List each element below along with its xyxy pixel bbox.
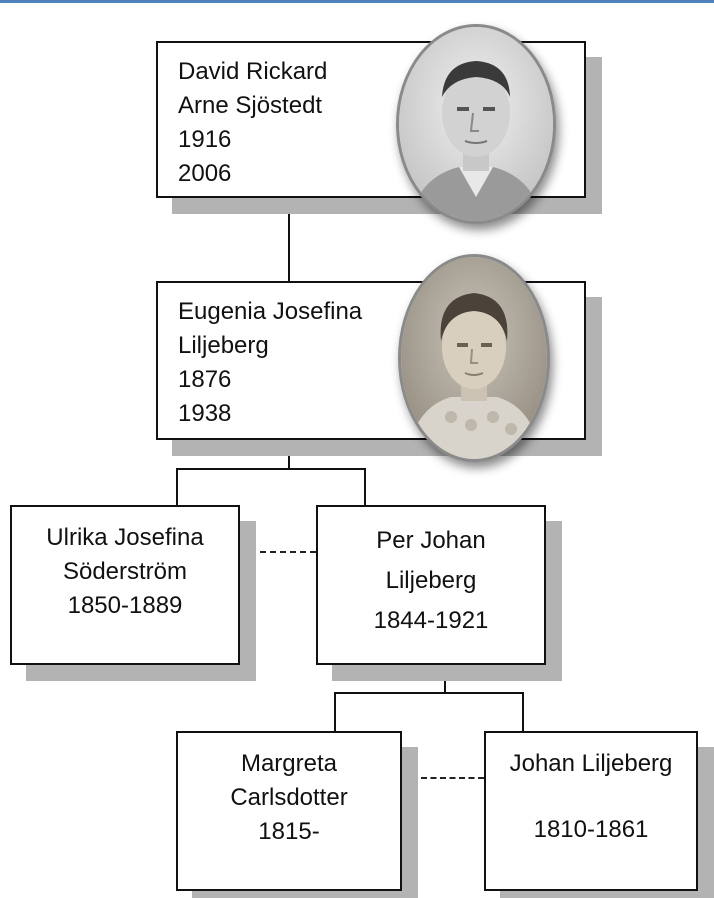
person-box-margreta: Margreta Carlsdotter 1815- bbox=[176, 731, 402, 891]
person-name-line-2: Carlsdotter bbox=[230, 784, 348, 811]
person-death-year: 2006 bbox=[178, 160, 232, 187]
marriage-link-margreta-johan bbox=[402, 777, 484, 779]
connector-grandparents-bar bbox=[334, 692, 524, 694]
connector-per-parents bbox=[444, 664, 446, 692]
person-lifespan: 1850-1889 bbox=[67, 592, 183, 619]
person-name-line-1: Margreta bbox=[240, 750, 338, 777]
connector-david-eugenia bbox=[288, 196, 290, 282]
person-lifespan: 1810-1861 bbox=[533, 816, 649, 843]
portrait-eugenia bbox=[398, 254, 550, 462]
person-name-line-1: Per Johan bbox=[376, 527, 486, 554]
person-birth-year: 1876 bbox=[178, 366, 232, 393]
person-name-line-1: Ulrika Josefina bbox=[46, 524, 204, 551]
person-birth-year: 1916 bbox=[178, 126, 232, 153]
connector-eugenia-parents bbox=[288, 438, 290, 468]
connector-parents-bar bbox=[176, 468, 366, 470]
person-name-line-2: Liljeberg bbox=[178, 332, 269, 359]
portrait-photo-man bbox=[399, 27, 553, 221]
connector-to-ulrika bbox=[176, 468, 178, 506]
person-name-line-2: Liljeberg bbox=[385, 567, 477, 594]
person-lifespan: 1844-1921 bbox=[373, 607, 489, 634]
person-death-year: 1938 bbox=[178, 400, 232, 427]
connector-to-johan bbox=[522, 692, 524, 732]
header-rule bbox=[0, 0, 714, 3]
portrait-david bbox=[396, 24, 556, 224]
person-name-line-2: Söderström bbox=[62, 558, 188, 585]
person-name-line-2: Arne Sjöstedt bbox=[178, 92, 323, 119]
connector-to-margreta bbox=[334, 692, 336, 732]
person-box-ulrika: Ulrika Josefina Söderström 1850-1889 bbox=[10, 505, 240, 665]
portrait-photo-woman bbox=[401, 257, 547, 459]
person-name: Johan Liljeberg bbox=[509, 750, 673, 777]
person-birth-year: 1815- bbox=[258, 818, 320, 845]
connector-to-per bbox=[364, 468, 366, 506]
person-name-line-1: David Rickard bbox=[178, 58, 328, 85]
marriage-link-ulrika-per bbox=[240, 551, 316, 553]
person-box-johan: Johan Liljeberg 1810-1861 bbox=[484, 731, 698, 891]
person-name-line-1: Eugenia Josefina bbox=[178, 298, 363, 325]
person-box-per: Per Johan Liljeberg 1844-1921 bbox=[316, 505, 546, 665]
